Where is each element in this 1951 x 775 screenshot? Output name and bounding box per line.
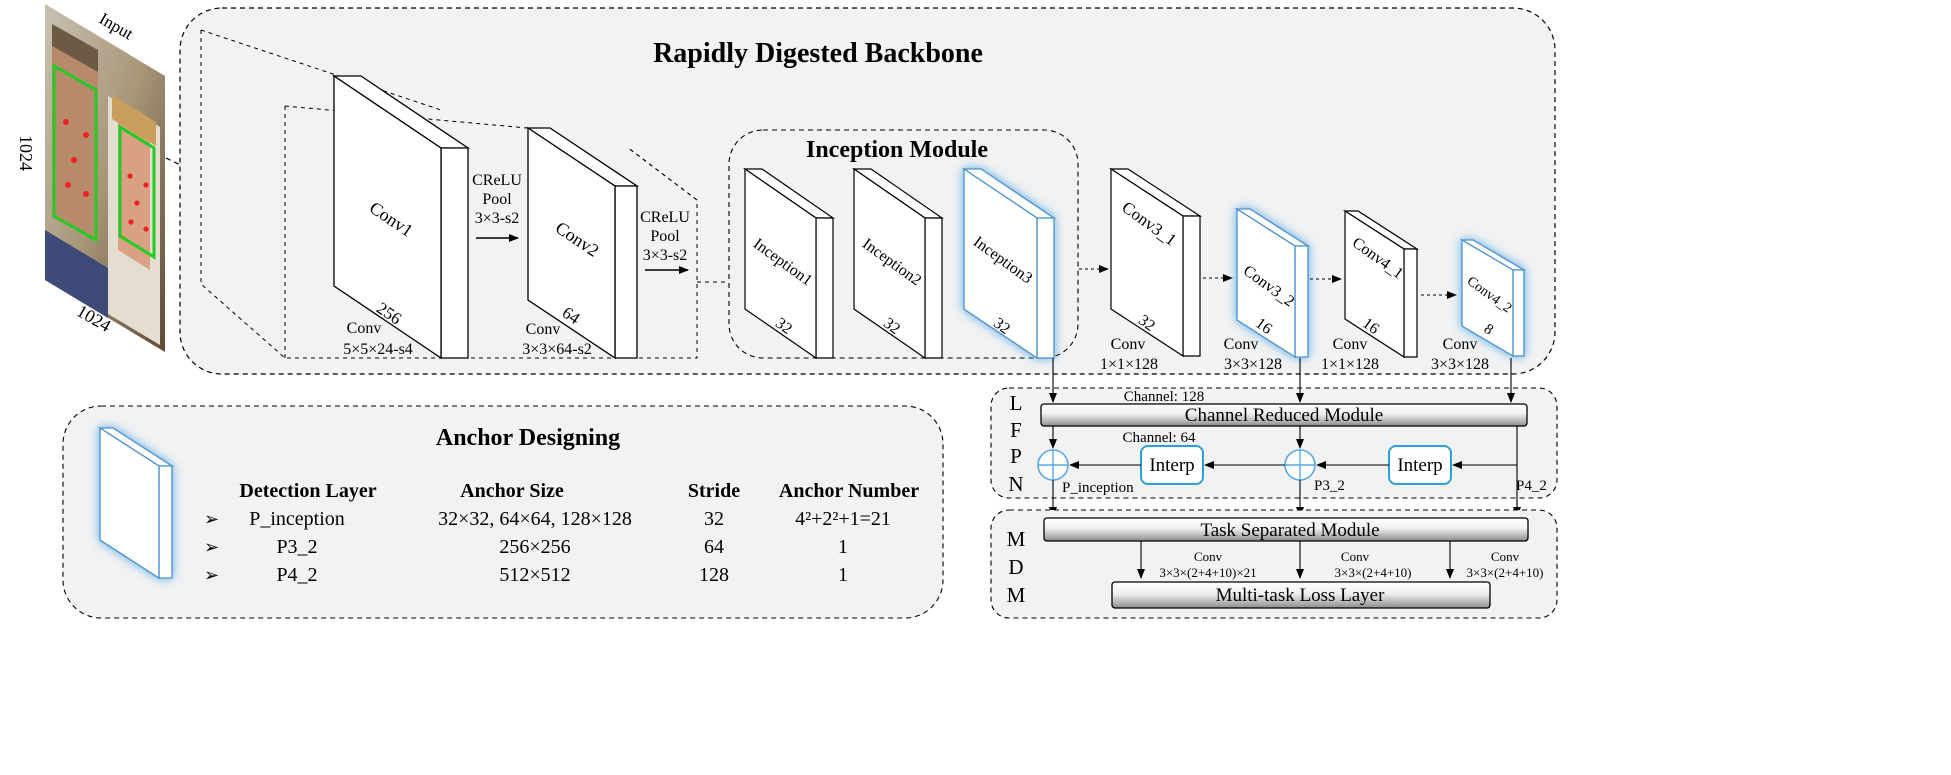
- lfpn-p4-2: P4_2: [1516, 478, 1547, 494]
- conv3-1-op: Conv: [1111, 336, 1146, 353]
- pyramid-lines: [200, 29, 728, 359]
- inception-module-panel: [728, 129, 1079, 359]
- anchor-header-stride: Stride: [688, 480, 740, 502]
- mdm-conv3-spec: 3×3×(2+4+10): [1467, 565, 1544, 580]
- sum-node-inception: [1037, 449, 1069, 481]
- anchor-header-number: Anchor Number: [779, 480, 919, 502]
- anchor-row-0-layer: P_inception: [249, 508, 345, 530]
- mdm-conv1-spec: 3×3×(2+4+10)×21: [1159, 565, 1256, 580]
- face-box: [118, 124, 156, 260]
- anchor-row-0-size: 32×32, 64×64, 128×128: [438, 508, 632, 530]
- conv3-2-block: [1234, 207, 1311, 359]
- anchor-row-0-number: 4²+2²+1=21: [795, 508, 891, 530]
- backbone-to-lfpn-arrows: [1049, 358, 1515, 403]
- conv4-1-op: Conv: [1333, 336, 1368, 353]
- conv4-2-op: Conv: [1443, 336, 1478, 353]
- mdm-conv2-spec: 3×3×(2+4+10): [1335, 565, 1412, 580]
- anchor-row-2-number: 1: [838, 564, 848, 586]
- conv3-2-op: Conv: [1224, 336, 1259, 353]
- input-height-label: 1024: [16, 135, 36, 171]
- conv3-1-block: [1108, 167, 1203, 358]
- anchor-row-1-size: 256×256: [499, 536, 570, 558]
- lfpn-letter-n: N: [1008, 472, 1023, 496]
- anchor-header-layer: Detection Layer: [239, 480, 376, 502]
- lfpn-p3-2: P3_2: [1314, 478, 1345, 494]
- channel-reduced-module: [1040, 403, 1528, 427]
- lfpn-channel-64: Channel: 64: [1123, 430, 1196, 446]
- anchor-row-bullets: ➢ ➢ ➢: [204, 509, 219, 585]
- conv4-2-spec: 3×3×128: [1431, 356, 1489, 373]
- interp-label-1: Interp: [1149, 455, 1194, 476]
- anchor-title: Anchor Designing: [436, 425, 620, 451]
- inception3-block: [961, 167, 1057, 360]
- channel-reduced-label: Channel Reduced Module: [1185, 405, 1383, 426]
- pool2-line2: Pool: [650, 228, 680, 245]
- inception1-block: [743, 167, 835, 360]
- anchor-row-1-stride: 64: [704, 536, 724, 558]
- conv2-spec: 3×3×64-s2: [522, 341, 592, 358]
- input-image: [45, 4, 165, 352]
- task-to-loss-arrows: [1137, 541, 1454, 579]
- conv2-block: [525, 126, 640, 360]
- lfpn-p-inception: P_inception: [1062, 480, 1134, 496]
- multi-task-loss-layer: [1111, 581, 1491, 609]
- anchor-row-2-size: 512×512: [499, 564, 570, 586]
- conv1-spec: 5×5×24-s4: [343, 341, 413, 358]
- pool1-line2: Pool: [482, 191, 512, 208]
- anchor-row-1-layer: P3_2: [276, 536, 317, 558]
- landmark-points: [63, 119, 149, 232]
- channel-reduced-out-arrows: [1049, 426, 1518, 510]
- mdm-conv2-op: Conv: [1341, 549, 1370, 564]
- anchor-row-2-stride: 128: [699, 564, 729, 586]
- mdm-letter-m1: M: [1007, 527, 1026, 551]
- task-separated-label: Task Separated Module: [1200, 520, 1379, 541]
- anchor-row-0-stride: 32: [704, 508, 724, 530]
- anchor-highlight-icon: [97, 426, 175, 580]
- conv2-op: Conv: [526, 321, 561, 338]
- interp-label-2: Interp: [1397, 455, 1442, 476]
- svg-text:➢: ➢: [204, 565, 219, 585]
- multi-task-loss-label: Multi-task Loss Layer: [1216, 585, 1386, 606]
- lfpn-letter-l: L: [1010, 391, 1023, 415]
- face-box: [52, 63, 98, 243]
- lfpn-letter-p: P: [1010, 444, 1022, 468]
- mdm-conv1-op: Conv: [1194, 549, 1223, 564]
- backbone-title: Rapidly Digested Backbone: [653, 38, 983, 69]
- anchor-row-1-number: 1: [838, 536, 848, 558]
- sum-node-p3-2: [1284, 449, 1316, 481]
- conv1-block: [331, 74, 471, 360]
- inception2-block: [852, 167, 944, 360]
- conv4-1-spec: 1×1×128: [1321, 356, 1379, 373]
- lfpn-channel-128: Channel: 128: [1124, 389, 1204, 405]
- inception-module-title: Inception Module: [806, 137, 988, 163]
- conv1-op: Conv: [347, 320, 382, 337]
- conv4-2-block: [1459, 238, 1527, 358]
- svg-text:➢: ➢: [204, 537, 219, 557]
- pool2-line1: CReLU: [640, 209, 690, 226]
- pool2-line3: 3×3-s2: [643, 247, 688, 264]
- task-separated-module: [1043, 517, 1529, 542]
- svg-text:➢: ➢: [204, 509, 219, 529]
- anchor-panel: [62, 405, 944, 619]
- lfpn-letter-f: F: [1010, 418, 1022, 442]
- mdm-conv3-op: Conv: [1491, 549, 1520, 564]
- mdm-letter-d: D: [1008, 555, 1023, 579]
- conv4-1-block: [1342, 209, 1420, 359]
- anchor-row-2-layer: P4_2: [276, 564, 317, 586]
- anchor-header-size: Anchor Size: [460, 480, 564, 502]
- pool1-line1: CReLU: [472, 172, 522, 189]
- conv3-2-spec: 3×3×128: [1224, 356, 1282, 373]
- conv3-1-spec: 1×1×128: [1100, 356, 1158, 373]
- mdm-letter-m2: M: [1007, 583, 1026, 607]
- pool1-line3: 3×3-s2: [475, 210, 520, 227]
